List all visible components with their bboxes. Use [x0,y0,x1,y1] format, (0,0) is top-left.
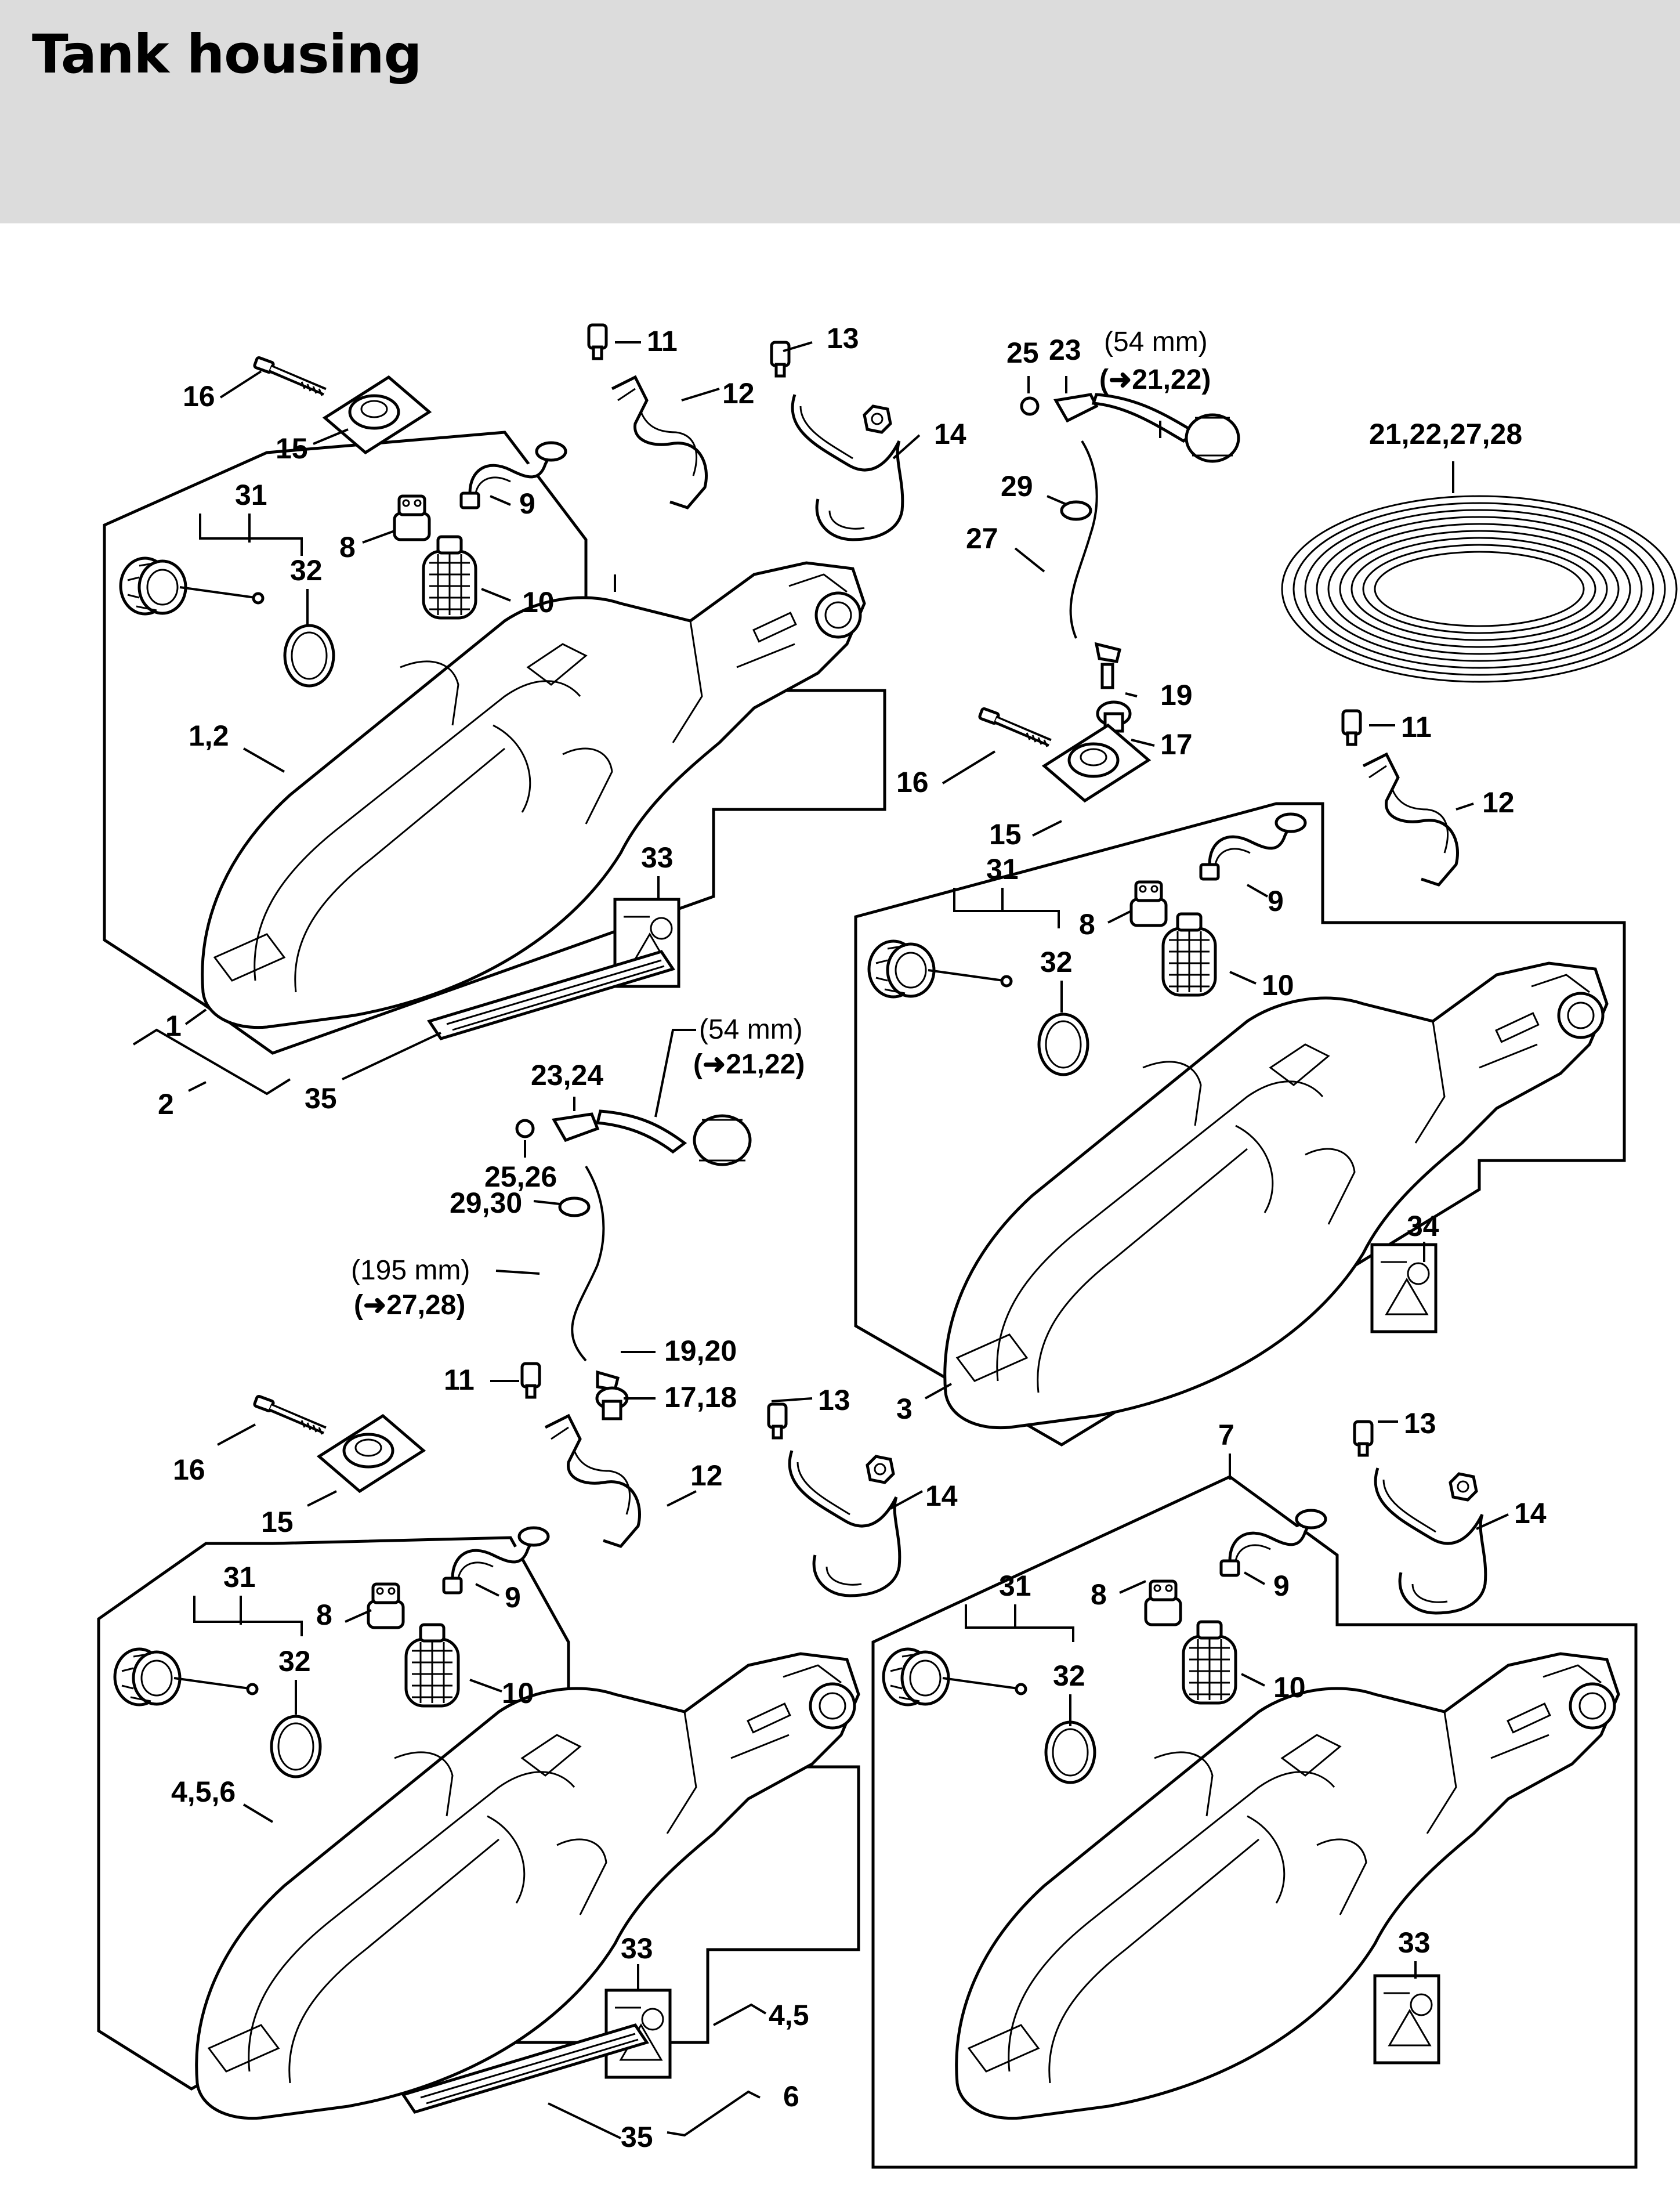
callout-31: 31 [223,1561,256,1593]
callout-6: 6 [783,2080,799,2113]
length-note-54mm: (54 mm) [699,1014,803,1045]
callout-10: 10 [522,586,555,619]
callout-1-2: 1,2 [189,720,229,752]
callout-33: 33 [1398,1926,1431,1959]
callout-10: 10 [1262,969,1294,1002]
callout-9: 9 [1273,1570,1290,1602]
callout-25-26: 25,26 [484,1160,557,1193]
callout-23: 23 [1049,334,1081,366]
callout-9: 9 [505,1581,521,1614]
page-title: Tank housing [32,23,422,85]
callout-4-5: 4,5 [769,1999,809,2031]
callout-11: 11 [444,1364,475,1396]
callout-29-30: 29,30 [450,1187,522,1219]
hose-coil [1281,495,1678,683]
callout-19: 19 [1160,679,1193,711]
callout-11: 11 [647,325,678,357]
callout-33: 33 [621,1932,653,1965]
callout-17: 17 [1160,728,1193,761]
callout-31: 31 [986,853,1019,885]
callout-12: 12 [690,1459,723,1492]
callout-27: 27 [966,522,998,555]
assembly-group-2: 25 23 (54 mm) (➜21,22) 29 27 19 17 21,22… [966,327,1678,761]
callout-10: 10 [502,1677,534,1709]
callout-16: 16 [183,380,215,413]
callout-21-22-27-28: 21,22,27,28 [1369,418,1522,450]
assembly-group-5: 11 13 12 14 16 15 31 8 9 32 10 4,5,6 33 … [97,1364,958,2153]
callout-1: 1 [165,1010,182,1042]
callout-25: 25 [1006,337,1039,369]
callout-16: 16 [173,1454,205,1486]
callout-35: 35 [305,1082,337,1115]
length-note-54mm: (54 mm) [1104,327,1208,357]
callout-31: 31 [235,479,267,511]
callout-8: 8 [1079,908,1095,941]
assembly-group-6: 7 13 14 8 9 31 32 10 33 [871,1407,1638,2169]
callout-8: 8 [339,531,356,563]
assembly-group-1: 16 15 11 12 13 14 31 32 8 9 10 1,2 33 1 … [103,322,966,1120]
callout-7: 7 [1218,1419,1234,1451]
callout-9: 9 [519,487,535,520]
header-bar [0,0,1680,223]
callout-3: 3 [896,1393,913,1425]
callout-8: 8 [1091,1578,1107,1611]
assembly-group-3: 11 12 16 15 31 8 9 32 10 34 3 [854,708,1626,1447]
callout-12: 12 [722,377,755,410]
callout-23-24: 23,24 [531,1059,603,1091]
callout-13: 13 [1404,1407,1436,1440]
callout-9: 9 [1268,885,1284,917]
callout-17-18: 17,18 [664,1381,737,1413]
callout-35: 35 [621,2121,653,2153]
callout-29: 29 [1001,470,1033,502]
callout-31: 31 [999,1570,1031,1602]
callout-2: 2 [158,1088,174,1120]
callout-12: 12 [1482,786,1515,819]
callout-15: 15 [989,818,1022,851]
callout-11: 11 [1401,711,1432,743]
callout-32: 32 [278,1645,311,1677]
callout-16: 16 [896,766,929,798]
callout-32: 32 [1040,946,1073,978]
callout-19-20: 19,20 [664,1335,737,1367]
callout-14: 14 [925,1480,958,1512]
callout-4-5-6: 4,5,6 [171,1776,236,1808]
callout-10: 10 [1273,1671,1306,1704]
callout-13: 13 [827,322,859,355]
callout-8: 8 [316,1599,332,1631]
ref-21-22: (➜21,22) [693,1049,805,1080]
callout-14: 14 [1514,1497,1547,1530]
callout-32: 32 [290,554,323,587]
length-note-195mm: (195 mm) [351,1255,470,1286]
callout-34: 34 [1407,1210,1439,1242]
ref-21-22: (➜21,22) [1099,364,1211,395]
assembly-group-4: 23,24 (54 mm) (➜21,22) 25,26 29,30 (195 … [351,1014,805,1420]
ref-27-28: (➜27,28) [354,1290,465,1321]
callout-32: 32 [1053,1659,1085,1692]
callout-13: 13 [818,1384,850,1416]
callout-15: 15 [276,432,308,465]
callout-15: 15 [261,1506,294,1538]
parts-diagram: 16 15 11 12 13 14 31 32 8 9 10 1,2 33 1 … [97,322,1678,2169]
callout-14: 14 [934,418,966,450]
callout-33: 33 [641,841,674,874]
